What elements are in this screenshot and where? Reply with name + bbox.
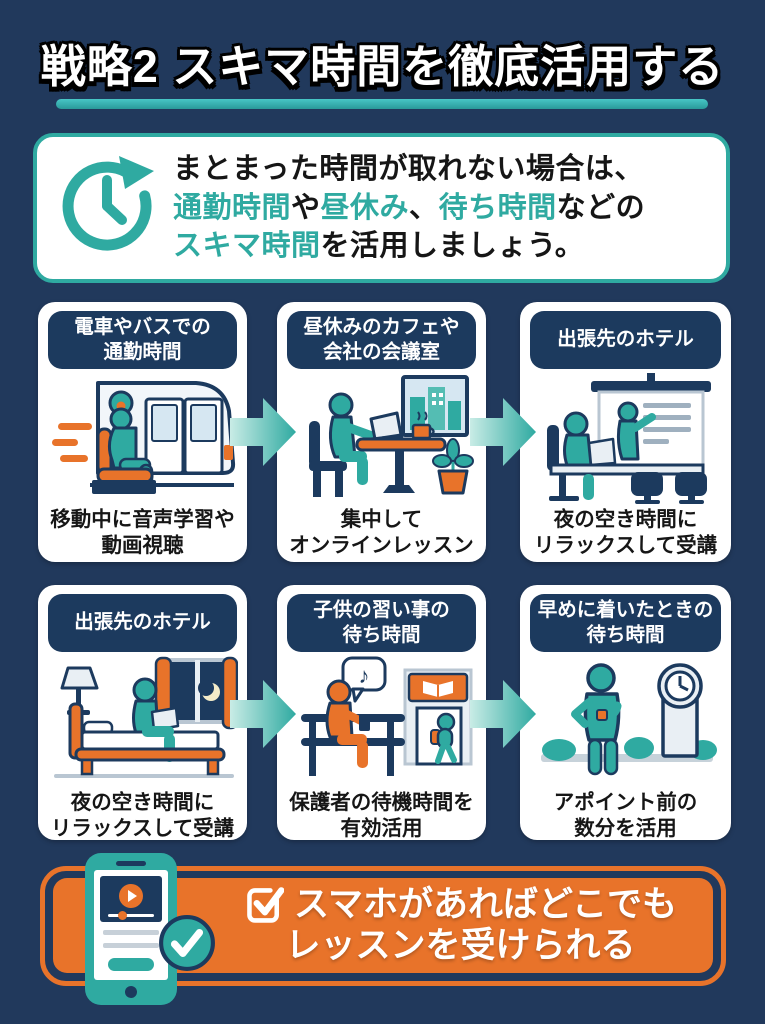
check-badge-icon bbox=[159, 915, 215, 971]
card-hotel-meeting: 出張先のホテル bbox=[520, 302, 731, 562]
bench-wait-illustration: ♪ bbox=[277, 656, 486, 788]
card-caption: 保護者の待機時間を有効活用 bbox=[289, 791, 474, 841]
clock-refresh-icon bbox=[55, 154, 159, 263]
card-caption: 夜の空き時間にリラックスして受講 bbox=[50, 791, 235, 841]
banner-text: スマホがあればどこでも レッスンを受けられる bbox=[218, 878, 703, 973]
video-player bbox=[100, 876, 162, 922]
flow-arrow-right-icon bbox=[230, 680, 296, 748]
flow-arrow-right-icon bbox=[470, 398, 536, 466]
checkbox-check-icon bbox=[247, 887, 285, 923]
clock-tower-illustration bbox=[520, 656, 731, 788]
card-header: 出張先のホテル bbox=[530, 311, 721, 369]
card-header: 昼休みのカフェや会社の会議室 bbox=[287, 311, 476, 369]
video-progress-bar bbox=[108, 911, 154, 920]
phone-screen bbox=[94, 870, 168, 980]
flow-arrow-right-icon bbox=[230, 398, 296, 466]
action-pill bbox=[108, 958, 154, 971]
card-caption: 移動中に音声学習や動画視聴 bbox=[50, 508, 235, 558]
card-header: 早めに着いたときの待ち時間 bbox=[530, 594, 721, 652]
card-hotel-night: 出張先のホテル 夜の空き時間にリラックスして受講 bbox=[38, 585, 247, 840]
text-line bbox=[103, 930, 159, 935]
title-underline bbox=[56, 99, 708, 109]
train-illustration bbox=[38, 373, 247, 505]
meeting-illustration bbox=[520, 373, 731, 505]
intro-text: まとまった時間が取れない場合は、 通勤時間や昼休み、待ち時間などの スキマ時間を… bbox=[173, 152, 646, 263]
card-caption: 夜の空き時間にリラックスして受講 bbox=[533, 508, 718, 558]
music-note-icon: ♪ bbox=[358, 663, 369, 688]
card-cafe-meeting-room: 昼休みのカフェや会社の会議室 bbox=[277, 302, 486, 562]
card-kids-lesson-wait: 子供の習い事の待ち時間 ♪ bbox=[277, 585, 486, 840]
card-early-arrival: 早めに着いたときの待ち時間 アポイント前の数分を活用 bbox=[520, 585, 731, 840]
smartphone-video-check-icon bbox=[85, 853, 215, 1005]
flow-arrow-right-icon bbox=[470, 680, 536, 748]
card-caption: 集中してオンラインレッスン bbox=[289, 508, 474, 558]
phone-speaker bbox=[116, 861, 146, 866]
card-header: 子供の習い事の待ち時間 bbox=[287, 594, 476, 652]
text-line bbox=[103, 943, 159, 948]
banner-frame bbox=[40, 866, 726, 986]
home-button bbox=[125, 986, 137, 998]
card-commute-train: 電車やバスでの通勤時間 移動中に音声学習や動画視聴 bbox=[38, 302, 247, 562]
hotel-bed-illustration bbox=[38, 656, 247, 788]
page-title: 戦略2 スキマ時間を徹底活用する bbox=[40, 41, 725, 92]
cafe-illustration bbox=[277, 373, 486, 505]
card-caption: アポイント前の数分を活用 bbox=[553, 791, 698, 841]
card-header: 電車やバスでの通勤時間 bbox=[48, 311, 237, 369]
play-button-icon bbox=[119, 884, 143, 908]
intro-box: まとまった時間が取れない場合は、 通勤時間や昼休み、待ち時間などの スキマ時間を… bbox=[33, 133, 730, 283]
card-header: 出張先のホテル bbox=[48, 594, 237, 652]
